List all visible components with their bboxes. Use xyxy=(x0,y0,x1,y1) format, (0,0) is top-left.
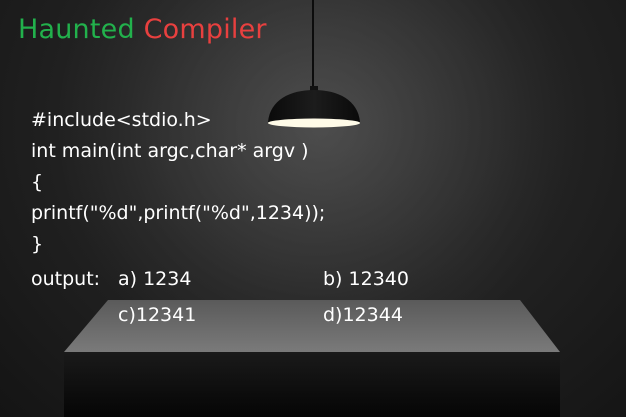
code-line: #include<stdio.h> xyxy=(31,109,212,131)
hanging-lamp-icon xyxy=(268,86,360,128)
output-label: output: xyxy=(31,268,101,290)
code-line: int main(int argc,char* argv ) xyxy=(31,140,309,162)
lamp-cord xyxy=(312,0,314,92)
option-b: b) 12340 xyxy=(323,268,409,290)
page-title: Haunted Compiler xyxy=(18,14,267,45)
table-front xyxy=(64,352,560,417)
code-line: printf("%d",printf("%d",1234)); xyxy=(31,202,326,224)
option-c: c)12341 xyxy=(118,304,197,326)
code-line: { xyxy=(31,171,44,193)
title-word-haunted: Haunted xyxy=(18,14,135,45)
option-a: a) 1234 xyxy=(118,268,192,290)
code-line: } xyxy=(31,233,44,255)
title-word-compiler: Compiler xyxy=(143,14,267,45)
option-d: d)12344 xyxy=(323,304,403,326)
